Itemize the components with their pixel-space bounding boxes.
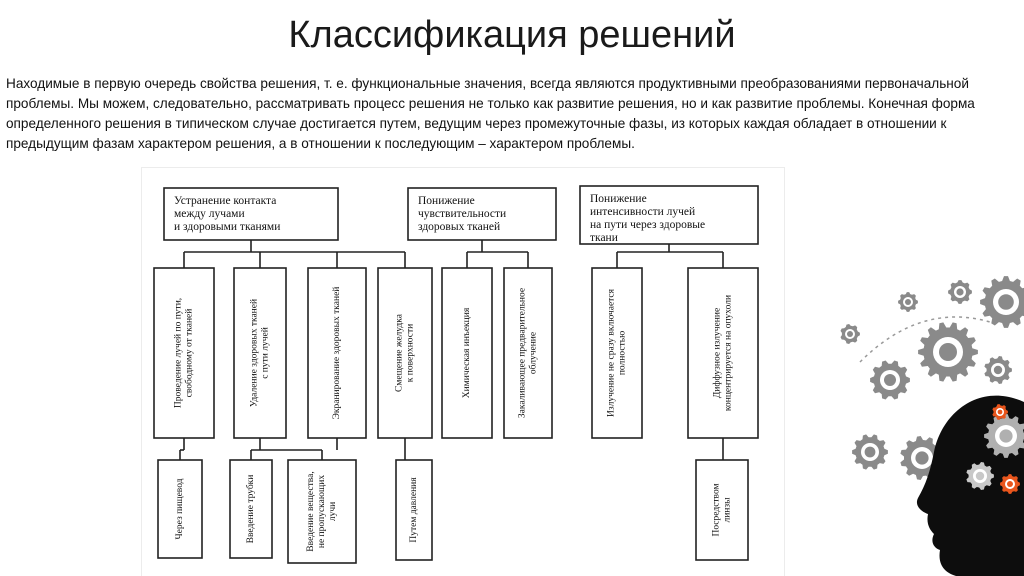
- top-category-box-label: чувствительности: [418, 208, 506, 220]
- technique-box: Путем давления: [395, 459, 433, 561]
- technique-box-label: Посредством: [712, 483, 722, 536]
- gear-icon: [870, 360, 910, 400]
- technique-box-frame: [229, 459, 273, 559]
- top-category-box-frame: [163, 187, 339, 241]
- method-box-label: Экранирование здоровых тканей: [331, 287, 342, 420]
- technique-box: Через пищевод: [157, 459, 203, 559]
- method-box-label: Диффузное излучение: [712, 308, 723, 398]
- technique-box: Введение трубки: [229, 459, 273, 559]
- gear-icon: [898, 292, 918, 312]
- top-category-box-label: и здоровыми тканями: [174, 221, 280, 233]
- top-category-box-frame: [579, 185, 759, 245]
- technique-box-label: Введение трубки: [245, 475, 256, 544]
- method-box-frame: [441, 267, 493, 439]
- method-box-label: Смещение желудка: [395, 313, 405, 392]
- technique-box-frame: [395, 459, 433, 561]
- top-category-box-label: интенсивности лучей: [590, 206, 695, 218]
- technique-box-label: Путем давления: [409, 477, 419, 543]
- method-box-label: свободному от тканей: [184, 309, 195, 398]
- method-box-frame: [503, 267, 553, 439]
- gear-icon: [948, 280, 972, 304]
- method-box-label: Удаление здоровых тканей: [249, 299, 260, 407]
- technique-box-label: не пропускающих: [317, 475, 327, 548]
- technique-box-label: линзы: [723, 497, 733, 523]
- gear-icon: [840, 324, 860, 344]
- top-category-box-label: Устранение контакта: [174, 195, 276, 207]
- gear-icon: [992, 404, 1008, 420]
- gear-icon: [984, 356, 1012, 384]
- method-box-label: Химическая инъекция: [462, 307, 472, 398]
- method-box-label: к поверхности: [406, 324, 416, 383]
- method-box-label: с пути лучей: [260, 327, 271, 379]
- method-box-label: Проведение лучей по пути,: [173, 298, 184, 408]
- slide-title: Классификация решений: [288, 14, 736, 56]
- method-box-label: полностью: [618, 331, 628, 375]
- gear-icon: [980, 276, 1024, 328]
- dotted-arc: [859, 316, 991, 363]
- method-box-frame: [377, 267, 433, 439]
- technique-box-label: Через пищевод: [175, 478, 185, 539]
- method-box-label: Закаливающее предварительное: [518, 288, 528, 418]
- top-category-box-label: на пути через здоровые: [590, 219, 705, 231]
- method-box-frame: [153, 267, 215, 439]
- technique-box-label: Введение вещества,: [306, 471, 316, 551]
- slide-body-text: Находимые в первую очередь свойства реше…: [6, 76, 975, 151]
- top-category-box-label: здоровых тканей: [418, 221, 500, 233]
- method-box-frame: [687, 267, 759, 439]
- top-category-box-label: Понижение: [590, 193, 647, 205]
- technique-box-label: лучи: [328, 502, 338, 521]
- method-box-frame: [307, 267, 367, 439]
- top-category-box-label: ткани: [590, 232, 618, 244]
- gear-icon: [1000, 474, 1020, 494]
- gear-icon: [852, 434, 888, 470]
- method-box-frame: [233, 267, 287, 439]
- gear-icon: [984, 414, 1024, 458]
- method-box: Проведение лучей по пути,свободному от т…: [153, 267, 215, 439]
- technique-box-frame: [695, 459, 749, 561]
- gear-icon: [918, 322, 978, 382]
- method-box: Экранирование здоровых тканей: [307, 267, 367, 439]
- technique-box-frame: [287, 459, 357, 564]
- top-category-box-label: между лучами: [174, 208, 245, 220]
- top-category-box-label: Понижение: [418, 195, 475, 207]
- method-box-label: облучение: [528, 332, 539, 374]
- method-box-label: Излучение не сразу включается: [607, 288, 617, 417]
- gear-icon: [966, 462, 994, 490]
- top-category-box-frame: [407, 187, 557, 241]
- diagram-connectors: [179, 240, 724, 460]
- method-box: Химическая инъекция: [441, 267, 493, 439]
- method-box-frame: [591, 267, 643, 439]
- head-with-gears-icon: [840, 276, 1024, 576]
- technique-box-frame: [157, 459, 203, 559]
- method-box-label: концентрируется на опухоли: [724, 295, 734, 411]
